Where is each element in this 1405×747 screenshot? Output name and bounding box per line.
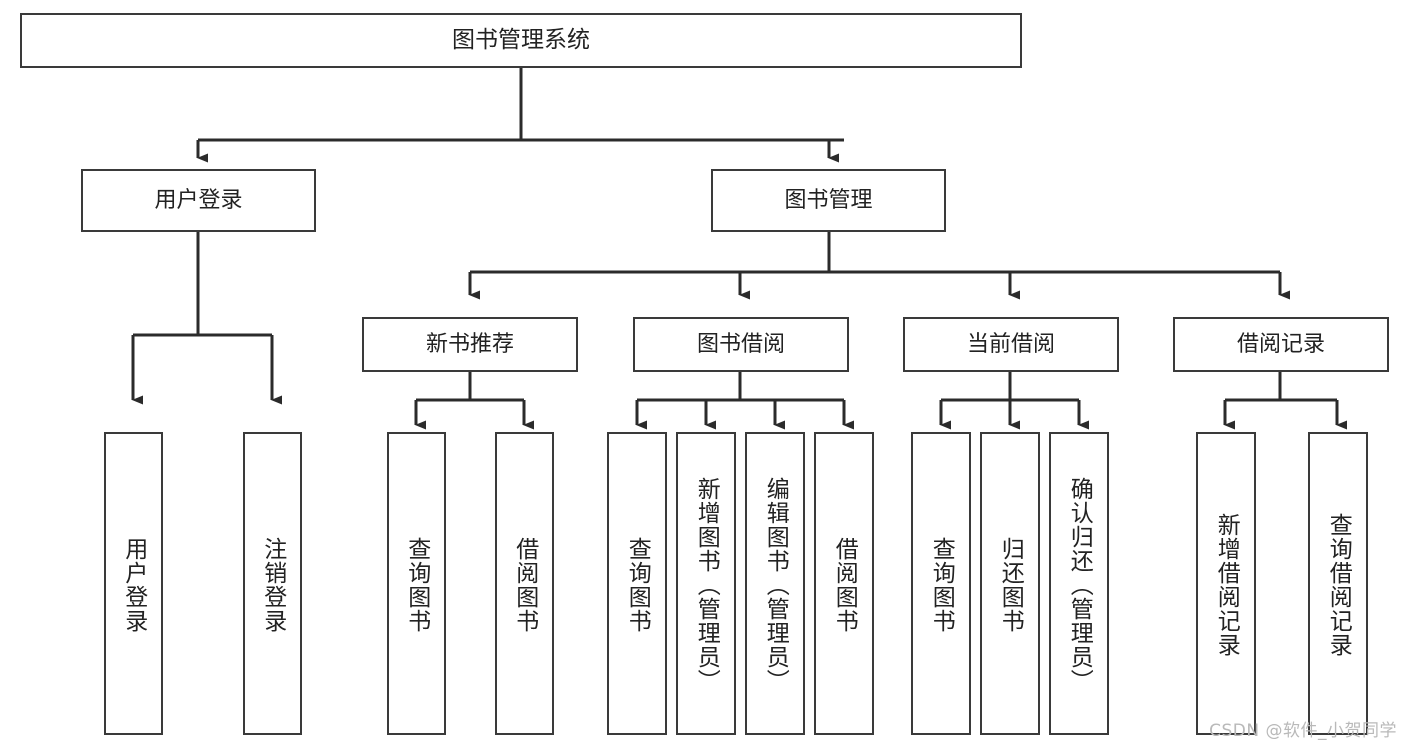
leaf-borrow-book-1-label: 借阅图书 — [511, 536, 538, 633]
leaf-query-book-2[interactable]: 查询图书 — [607, 432, 667, 735]
leaf-add-book-admin-label: 新增图书（管理员） — [693, 476, 720, 693]
node-user-login-label: 用户登录 — [154, 187, 243, 213]
leaf-query-book-1[interactable]: 查询图书 — [387, 432, 446, 735]
node-new-book-recommend[interactable]: 新书推荐 — [362, 317, 578, 372]
node-book-manage[interactable]: 图书管理 — [711, 169, 946, 232]
node-current-borrow-label: 当前借阅 — [966, 331, 1055, 357]
leaf-edit-book-admin-label: 编辑图书（管理员） — [762, 476, 789, 693]
leaf-add-record-label: 新增借阅记录 — [1213, 512, 1240, 657]
leaf-user-login-label: 用户登录 — [120, 536, 147, 633]
leaf-query-book-2-label: 查询图书 — [624, 536, 651, 633]
node-new-book-recommend-label: 新书推荐 — [425, 331, 514, 357]
node-borrow-record[interactable]: 借阅记录 — [1173, 317, 1389, 372]
leaf-query-record-label: 查询借阅记录 — [1325, 512, 1352, 657]
leaf-borrow-book-1[interactable]: 借阅图书 — [495, 432, 554, 735]
node-root[interactable]: 图书管理系统 — [20, 13, 1022, 68]
node-user-login[interactable]: 用户登录 — [81, 169, 316, 232]
leaf-query-book-3-label: 查询图书 — [928, 536, 955, 633]
leaf-edit-book-admin[interactable]: 编辑图书（管理员） — [745, 432, 805, 735]
leaf-return-book[interactable]: 归还图书 — [980, 432, 1040, 735]
leaf-return-book-label: 归还图书 — [997, 536, 1024, 633]
leaf-logout-label: 注销登录 — [259, 536, 286, 633]
leaf-query-book-3[interactable]: 查询图书 — [911, 432, 971, 735]
node-borrow-record-label: 借阅记录 — [1236, 331, 1325, 357]
leaf-borrow-book-2[interactable]: 借阅图书 — [814, 432, 874, 735]
leaf-add-book-admin[interactable]: 新增图书（管理员） — [676, 432, 736, 735]
leaf-borrow-book-2-label: 借阅图书 — [831, 536, 858, 633]
leaf-confirm-return-admin[interactable]: 确认归还（管理员） — [1049, 432, 1109, 735]
leaf-logout[interactable]: 注销登录 — [243, 432, 302, 735]
leaf-query-book-1-label: 查询图书 — [403, 536, 430, 633]
node-current-borrow[interactable]: 当前借阅 — [903, 317, 1119, 372]
node-root-label: 图书管理系统 — [452, 26, 590, 53]
leaf-user-login[interactable]: 用户登录 — [104, 432, 163, 735]
node-book-manage-label: 图书管理 — [784, 187, 873, 213]
leaf-add-record[interactable]: 新增借阅记录 — [1196, 432, 1256, 735]
node-book-borrow-label: 图书借阅 — [696, 331, 785, 357]
node-book-borrow[interactable]: 图书借阅 — [633, 317, 849, 372]
leaf-query-record[interactable]: 查询借阅记录 — [1308, 432, 1368, 735]
leaf-confirm-return-admin-label: 确认归还（管理员） — [1066, 476, 1093, 693]
csdn-watermark: CSDN @软件_小贺同学 — [1209, 721, 1397, 741]
